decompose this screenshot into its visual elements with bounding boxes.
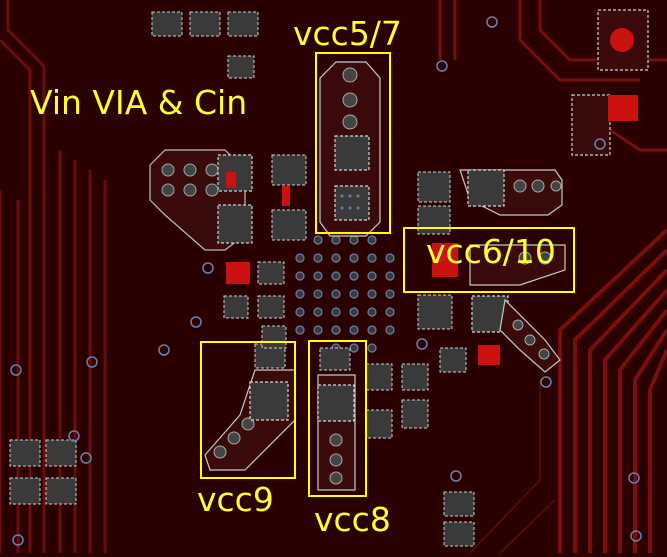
vcc8-label: vcc8 [314, 500, 391, 539]
vcc5-7-label: vcc5/7 [293, 14, 402, 53]
vcc6-10-label: vcc6/10 [426, 232, 556, 271]
vcc8-highlight-box [308, 340, 367, 497]
vcc9-label: vcc9 [197, 480, 274, 519]
vcc6-10-highlight-box [403, 227, 575, 293]
vcc5-7-highlight-box [315, 52, 391, 234]
vin-via-cin-label: Vin VIA & Cin [30, 83, 248, 122]
vcc9-highlight-box [200, 341, 296, 479]
